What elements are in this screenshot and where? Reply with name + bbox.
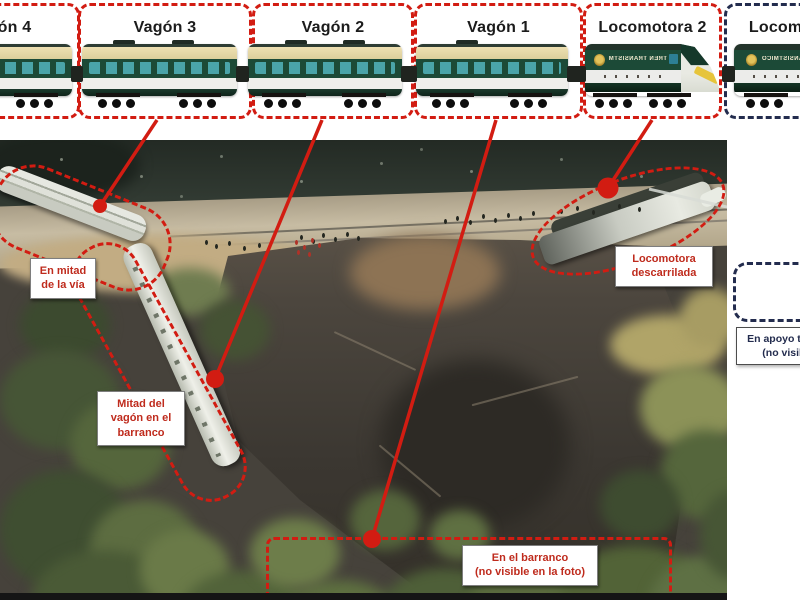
bogie <box>744 93 788 111</box>
consist-box-locomotora-2: Locomotora 2 <box>583 3 722 119</box>
label-en-apoyo: En apoyo trasero (no visible) <box>736 327 800 366</box>
dry-grass-slope <box>680 288 727 348</box>
roof-vent <box>343 40 366 45</box>
livery-text: TREN TRANSÍSTMICO <box>609 56 667 62</box>
loco-body: TREN TRANSÍSTMICO <box>585 44 681 96</box>
bogie <box>593 93 637 111</box>
consist-label: Locomotora 2 <box>598 19 707 36</box>
bogie <box>647 93 691 111</box>
bogie <box>430 93 474 111</box>
bogie <box>14 93 58 111</box>
coach-body <box>416 44 568 96</box>
coupling <box>71 66 83 82</box>
rescuer-markers <box>295 240 298 245</box>
label-en-barranco: En el barranco (no visible en la foto) <box>462 545 598 586</box>
consist-box-locomotora-1: Locomotora 1 <box>724 3 800 119</box>
window-strip <box>0 62 65 74</box>
coupling <box>722 66 735 82</box>
coach-body <box>82 44 237 96</box>
consist-label: Vagón 3 <box>133 19 197 36</box>
roof-vent <box>171 40 194 45</box>
loco-nose <box>681 44 719 92</box>
vegetation <box>250 518 340 588</box>
highlight-rear-support-zone <box>733 262 800 322</box>
coach-vagon-4-illustration <box>0 44 72 108</box>
consist-box-vagon-1: Vagón 1 <box>414 3 583 119</box>
coach-vagon-1-illustration <box>416 40 568 108</box>
locomotive-1-illustration: TREN TRANSÍSTMICO <box>734 44 800 108</box>
label-en-mitad-via: En mitad de la vía <box>30 258 96 299</box>
person-markers <box>205 240 208 245</box>
consist-label: Vagón 1 <box>467 19 530 36</box>
bogie <box>508 93 552 111</box>
bogie <box>96 93 140 111</box>
roof-vent <box>455 40 478 45</box>
livery-text: TREN TRANSÍSTMICO <box>762 56 800 62</box>
letterbox-bar <box>0 593 727 600</box>
bogie <box>262 93 306 111</box>
forest-speckles <box>60 158 63 161</box>
coach-vagon-2-illustration <box>248 40 402 108</box>
loco-body: TREN TRANSÍSTMICO <box>734 44 800 96</box>
window-strip <box>89 62 230 74</box>
coach-body <box>248 44 402 96</box>
aerial-photo: En mitad de la vía Mitad del vagón en el… <box>0 140 727 600</box>
bogie <box>342 93 386 111</box>
roof-vent <box>113 40 135 45</box>
vegetation <box>200 300 270 360</box>
coupling <box>401 66 417 82</box>
coupling <box>236 66 249 82</box>
loco-emblem <box>594 54 605 66</box>
label-mitad-vagon: Mitad del vagón en el barranco <box>97 391 185 446</box>
coach-body <box>0 44 72 96</box>
erosion-scar <box>350 235 500 310</box>
window-strip <box>255 62 395 74</box>
roof-vent <box>284 40 307 45</box>
coach-vagon-3-illustration <box>82 40 237 108</box>
label-locomotora-descarrilada: Locomotora descarrilada <box>615 246 713 287</box>
locomotive-2-illustration: TREN TRANSÍSTMICO <box>585 44 719 108</box>
consist-label: Vagón 4 <box>0 19 32 36</box>
vegetation <box>20 290 110 360</box>
window-strip <box>423 62 561 74</box>
loco-window <box>669 54 678 64</box>
consist-label: Locomotora 1 <box>748 19 800 36</box>
consist-label: Vagón 2 <box>301 19 365 36</box>
coupling <box>567 66 586 82</box>
vegetation <box>600 470 680 540</box>
loco-emblem <box>746 54 757 66</box>
bogie <box>177 93 221 111</box>
